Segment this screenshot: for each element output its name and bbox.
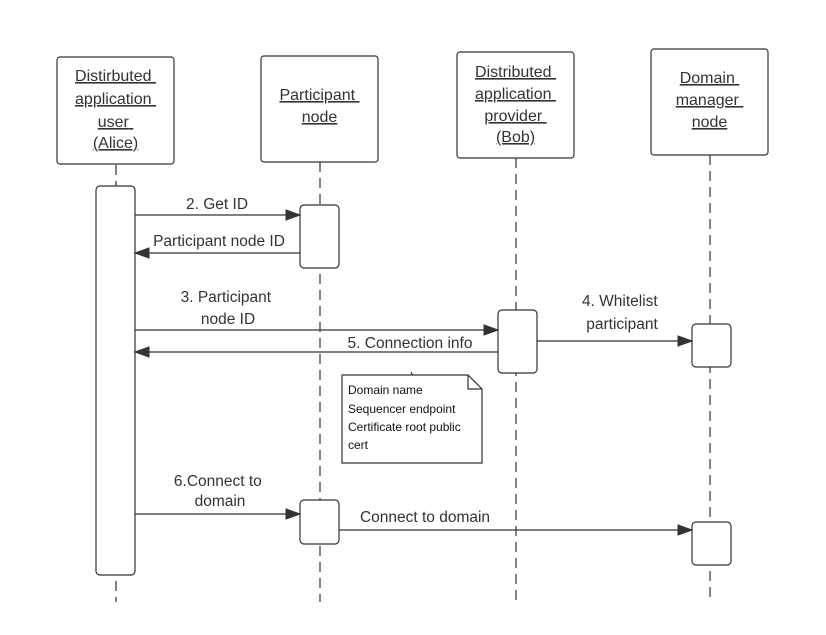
participant-bob-label-line: (Bob): [496, 129, 535, 146]
message-whitelist-participant-label-line: participant: [586, 316, 658, 333]
message-connect-to-domain: Connect to domain: [339, 509, 694, 536]
participant-participant-node-box: [260, 55, 379, 163]
activation-participant-node-1: [299, 204, 340, 269]
participant-alice-label-line: application: [75, 91, 152, 108]
message-connect-to-domain-request: 6.Connect to domain: [135, 473, 302, 520]
participant-domain-manager-label-line: manager: [676, 92, 740, 109]
participant-alice-label: Distirbuted application user (Alice): [75, 68, 156, 152]
participant-bob-label-line: provider: [484, 108, 542, 125]
message-connect-to-domain-request-label: 6.Connect to domain: [174, 473, 266, 510]
message-connect-to-domain-label: Connect to domain: [360, 509, 490, 526]
message-whitelist-participant-arrowhead: [677, 335, 694, 347]
activation-participant-node-2: [299, 499, 340, 545]
participant-alice-label-line: user: [98, 114, 130, 131]
participant-domain-manager-label: Domain manager node: [676, 70, 744, 131]
activation-alice: [95, 185, 136, 576]
message-connection-info: 5. Connection info: [133, 335, 498, 358]
message-connection-info-label: 5. Connection info: [348, 335, 473, 352]
participant-alice-label-line: Distirbuted: [75, 68, 151, 85]
message-connection-info-arrowhead: [133, 346, 150, 358]
note-folded-corner: [467, 375, 482, 390]
participant-domain-manager-label-line: node: [692, 114, 728, 131]
message-connect-to-domain-request-arrowhead: [285, 508, 302, 520]
note-text-line: Domain name: [348, 383, 423, 397]
participant-bob-label-line: application: [475, 86, 552, 103]
participant-bob-label-line: Distributed: [475, 64, 551, 81]
participant-alice-label-line: (Alice): [93, 135, 138, 152]
message-connect-to-domain-request-label-line: 6.Connect to: [174, 473, 262, 490]
note-text: Domain name Sequencer endpoint Certifica…: [348, 383, 464, 452]
message-participant-node-id-reply-label-line: Participant node ID: [153, 233, 285, 250]
message-participant-node-id-reply: Participant node ID: [133, 233, 300, 259]
message-send-participant-node-id-arrowhead: [483, 324, 500, 336]
participant-participant-node-label-line: Participant: [279, 87, 355, 104]
participant-alice-box: [56, 56, 175, 165]
message-connect-to-domain-arrowhead: [677, 524, 694, 536]
message-get-id-label-line: 2. Get ID: [186, 196, 248, 213]
participant-participant-node-label-line: node: [302, 109, 338, 126]
note-text-line: cert: [348, 438, 369, 452]
message-whitelist-participant-label: 4. Whitelist participant: [582, 293, 662, 333]
participant-domain-manager: Domain manager node: [650, 48, 769, 156]
participant-bob-box: [456, 51, 575, 159]
note-connection-info: Domain name Sequencer endpoint Certifica…: [341, 371, 483, 464]
participant-participant-node: Participant node: [260, 55, 379, 163]
message-send-participant-node-id-label-line: node ID: [201, 311, 255, 328]
message-send-participant-node-id-label: 3. Participant node ID: [181, 289, 276, 328]
message-whitelist-participant-label-line: 4. Whitelist: [582, 293, 658, 310]
note-text-line: Certificate root public: [348, 420, 461, 434]
activation-domain-manager-1: [691, 323, 732, 368]
message-whitelist-participant: 4. Whitelist participant: [537, 293, 694, 347]
message-participant-node-id-reply-arrowhead: [133, 247, 150, 259]
activation-bob: [497, 309, 538, 374]
participant-alice: Distirbuted application user (Alice): [56, 56, 175, 165]
participant-domain-manager-label-line: Domain: [680, 70, 735, 87]
message-connect-to-domain-request-label-line: domain: [195, 493, 246, 510]
participant-participant-node-label: Participant node: [279, 87, 359, 126]
participant-domain-manager-box: [650, 48, 769, 156]
note-box: [341, 374, 483, 464]
message-send-participant-node-id: 3. Participant node ID: [135, 289, 500, 336]
message-connect-to-domain-label-line: Connect to domain: [360, 509, 490, 526]
message-get-id-arrowhead: [285, 209, 302, 221]
message-participant-node-id-reply-label: Participant node ID: [153, 233, 285, 250]
note-text-line: Sequencer endpoint: [348, 402, 456, 416]
participant-bob: Distributed application provider (Bob): [456, 51, 575, 159]
message-get-id-label: 2. Get ID: [186, 196, 248, 213]
message-connection-info-label-line: 5. Connection info: [348, 335, 473, 352]
message-get-id: 2. Get ID: [135, 196, 302, 221]
participant-bob-label: Distributed application provider (Bob): [475, 64, 556, 146]
message-send-participant-node-id-label-line: 3. Participant: [181, 289, 272, 306]
activation-domain-manager-2: [691, 521, 732, 566]
